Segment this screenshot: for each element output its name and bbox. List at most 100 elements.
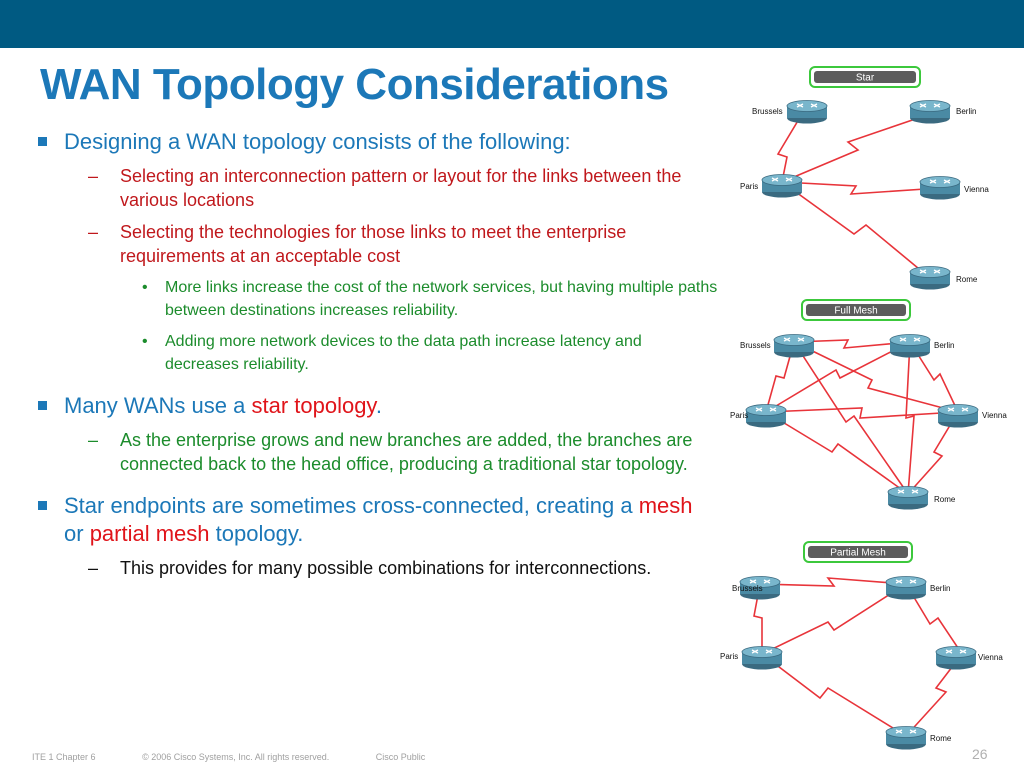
- router-vienna: [919, 176, 961, 200]
- label-rome: Rome: [930, 734, 952, 743]
- star-label: Star: [856, 73, 875, 84]
- star-topology-diagram: Star Brussels Berlin Paris: [730, 62, 1020, 298]
- detail-bullet-links-cost: • More links increase the cost of the ne…: [38, 276, 718, 322]
- link-paris-rome: [761, 653, 907, 737]
- router-vienna: [935, 646, 977, 670]
- detail-bullet-text: Adding more network devices to the data …: [165, 333, 642, 373]
- bullet-designing: Designing a WAN topology consists of the…: [38, 128, 718, 156]
- dash-bullet-icon: –: [88, 166, 99, 186]
- router-brussels: [739, 576, 781, 600]
- full-mesh-topology-svg: Full Mesh Brussels Berlin Paris: [730, 299, 1007, 510]
- label-rome: Rome: [934, 495, 956, 504]
- label-paris: Paris: [720, 652, 738, 661]
- label-vienna: Vienna: [964, 185, 989, 194]
- dot-bullet-icon: •: [142, 279, 148, 296]
- square-bullet-icon: [38, 401, 47, 410]
- link-berlin-vienna: [909, 341, 959, 413]
- router-paris: [761, 174, 803, 198]
- bullet-cross-connected: Star endpoints are sometimes cross-conne…: [38, 492, 718, 548]
- link-berlin-rome: [905, 341, 915, 495]
- router-berlin: [909, 100, 951, 124]
- router-brussels: [773, 334, 815, 358]
- link-brussels-berlin: [793, 339, 911, 349]
- bullet-star-topology: Many WANs use a star topology.: [38, 392, 718, 420]
- dash-bullet-icon: –: [88, 430, 99, 450]
- sub-bullet-text: Selecting an interconnection pattern or …: [120, 166, 682, 210]
- label-brussels: Brussels: [740, 341, 771, 350]
- link-vienna-rome: [905, 653, 963, 737]
- partial-mesh-label: Partial Mesh: [830, 548, 886, 559]
- square-bullet-icon: [38, 137, 47, 146]
- footer-copyright: © 2006 Cisco Systems, Inc. All rights re…: [142, 752, 330, 762]
- router-berlin: [889, 334, 931, 358]
- link-paris-vienna: [781, 181, 941, 195]
- link-layer: [753, 577, 963, 737]
- footer: ITE 1 Chapter 6 © 2006 Cisco Systems, In…: [32, 752, 469, 762]
- router-paris: [741, 646, 783, 670]
- link-paris-berlin: [761, 583, 907, 655]
- link-brussels-vienna: [793, 341, 959, 413]
- label-brussels: Brussels: [752, 107, 783, 116]
- partial-mesh-term: partial mesh: [89, 521, 210, 546]
- router-rome: [887, 486, 929, 510]
- link-paris-vienna: [765, 407, 959, 419]
- dash-bullet-icon: –: [88, 558, 99, 578]
- bullet-text-post: .: [375, 393, 382, 418]
- label-vienna: Vienna: [978, 653, 1003, 662]
- badge: Partial Mesh: [803, 541, 913, 563]
- header-band: [0, 0, 1024, 48]
- sub-bullet-text: Selecting the technologies for those lin…: [120, 222, 627, 266]
- star-topology-term: star topology: [251, 393, 376, 418]
- sub-bullet-enterprise-grows: – As the enterprise grows and new branch…: [38, 428, 718, 476]
- bullet-text-mid: or: [64, 521, 90, 546]
- partial-mesh-topology-diagram: Partial Mesh Brussels Berlin Paris: [716, 538, 1016, 752]
- label-berlin: Berlin: [956, 107, 976, 116]
- slide-title: WAN Topology Considerations: [40, 60, 669, 109]
- dash-bullet-icon: –: [88, 222, 99, 242]
- dot-bullet-icon: •: [142, 333, 148, 350]
- detail-bullet-latency: • Adding more network devices to the dat…: [38, 330, 718, 376]
- mesh-term: mesh: [638, 493, 693, 518]
- star-topology-svg: Star Brussels Berlin Paris: [740, 66, 989, 290]
- link-berlin-vienna: [905, 583, 963, 655]
- router-rome: [909, 266, 951, 290]
- label-vienna: Vienna: [982, 411, 1007, 420]
- bullet-text-post: topology.: [209, 521, 304, 546]
- link-brussels-paris: [765, 341, 795, 413]
- sub-bullet-text: This provides for many possible combinat…: [120, 558, 652, 578]
- sub-bullet-interconnection: – Selecting an interconnection pattern o…: [38, 164, 718, 212]
- link-berlin-paris: [765, 341, 911, 413]
- link-paris-berlin: [781, 113, 931, 183]
- bullet-text: Designing a WAN topology consists of the…: [64, 129, 571, 154]
- label-rome: Rome: [956, 275, 978, 284]
- label-brussels: Brussels: [732, 584, 763, 593]
- bullet-text-pre: Star endpoints are sometimes cross-conne…: [64, 493, 639, 518]
- link-paris-rome: [781, 181, 931, 279]
- sub-bullet-technologies: – Selecting the technologies for those l…: [38, 220, 718, 268]
- router-berlin: [885, 576, 927, 600]
- page-number: 26: [972, 746, 988, 762]
- link-vienna-rome: [907, 411, 959, 495]
- detail-bullet-text: More links increase the cost of the netw…: [165, 279, 718, 319]
- link-layer: [765, 339, 959, 495]
- footer-course: ITE 1 Chapter 6: [32, 752, 96, 762]
- router-vienna: [937, 404, 979, 428]
- footer-classification: Cisco Public: [375, 752, 426, 762]
- link-paris-rome: [765, 411, 909, 495]
- sub-bullet-combinations: – This provides for many possible combin…: [38, 556, 718, 580]
- full-mesh-label: Full Mesh: [834, 306, 877, 317]
- link-brussels-berlin: [759, 577, 907, 587]
- link-layer: [776, 113, 941, 279]
- router-brussels: [786, 100, 828, 124]
- badge: Star: [809, 66, 921, 88]
- sub-bullet-text: As the enterprise grows and new branches…: [120, 430, 693, 474]
- link-brussels-paris: [753, 583, 763, 654]
- slide-content: Designing a WAN topology consists of the…: [38, 128, 718, 588]
- label-berlin: Berlin: [930, 584, 950, 593]
- router-rome: [885, 726, 927, 750]
- label-paris: Paris: [740, 182, 758, 191]
- link-brussels-rome: [793, 341, 909, 495]
- square-bullet-icon: [38, 501, 47, 510]
- label-paris: Paris: [730, 411, 748, 420]
- router-paris: [745, 404, 787, 428]
